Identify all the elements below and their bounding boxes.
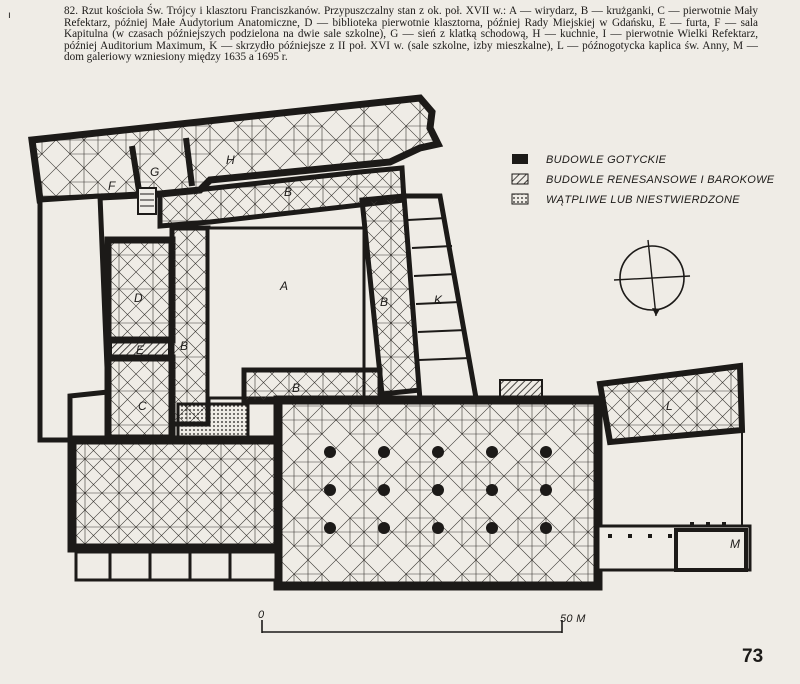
legend-label-renaissance: BUDOWLE RENESANSOWE I BAROKOWE (546, 174, 775, 186)
legend: BUDOWLE GOTYCKIE BUDOWLE RENESANSOWE I B… (511, 154, 775, 206)
legend-swatch-renaissance (511, 173, 529, 185)
west-wing (37, 193, 211, 443)
label-d: D (134, 291, 143, 305)
label-b-west: B (180, 339, 188, 353)
page-number: 73 (742, 646, 764, 667)
label-l: L (666, 399, 673, 413)
great-refectory (273, 395, 603, 591)
southwest-block (67, 402, 283, 582)
label-g: G (150, 165, 159, 179)
north-wing (28, 94, 444, 215)
label-b-east: B (380, 295, 388, 309)
label-k: K (434, 293, 443, 307)
label-h: H (226, 153, 235, 167)
scale-start: 0 (258, 609, 265, 621)
chapel-st-anne (499, 362, 746, 446)
legend-label-uncertain: WĄTPLIWE LUB NIESTWIERDZONE (546, 194, 740, 206)
plan-letters: A B B B B C D E F G H K L M (108, 153, 740, 551)
label-m: M (730, 537, 740, 551)
label-b-north: B (284, 185, 292, 199)
label-b-south: B (292, 381, 300, 395)
gallery-house (596, 430, 752, 572)
label-c: C (138, 399, 147, 413)
compass-icon (613, 239, 691, 317)
scale-end: 50 M (560, 613, 586, 625)
legend-swatch-gothic (512, 154, 528, 164)
scale-bar: 0 50 M (258, 609, 586, 633)
east-wing (359, 193, 479, 403)
legend-label-gothic: BUDOWLE GOTYCKIE (546, 154, 667, 166)
figure-number: 82. (64, 5, 78, 17)
figure-caption-text: Rzut kościoła Św. Trójcy i klasztoru Fra… (64, 5, 759, 64)
label-f: F (108, 179, 116, 193)
label-e: E (136, 343, 145, 357)
legend-swatch-uncertain (511, 193, 529, 205)
margin-mark: ı (8, 10, 11, 21)
figure-caption: 82. Rzut kościoła Św. Trójcy i klasztoru… (64, 5, 759, 64)
label-a: A (279, 279, 288, 293)
